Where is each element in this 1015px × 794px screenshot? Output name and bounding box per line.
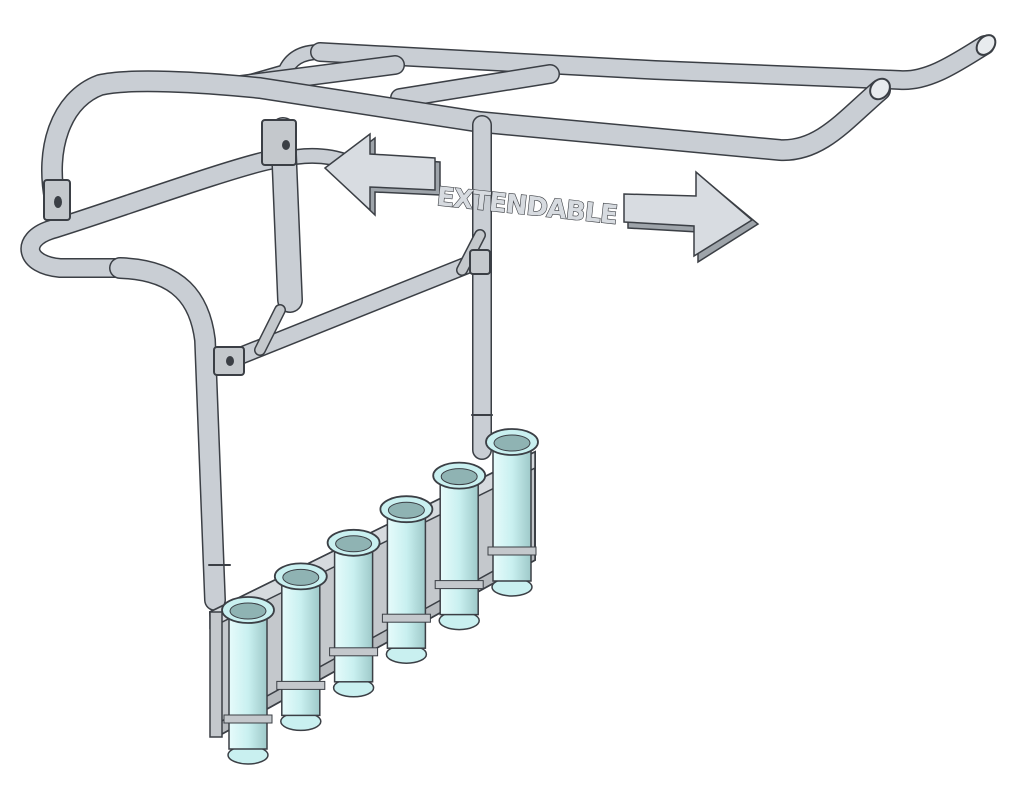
inner-hinge-bracket [261,119,297,166]
rod-holder-cup [273,562,328,732]
rack-front-frame [209,611,223,738]
rod-holder-strap [434,580,484,590]
front-top-rail [41,34,997,211]
rod-holder-strap [223,714,273,724]
left-hinge-bracket [43,179,71,221]
rod-holder-strap [381,613,431,623]
rod-holder-cup [432,461,487,631]
rod-holders [221,428,539,765]
rod-holder-cup [326,528,381,698]
rod-holder-strap [487,546,537,556]
left-vertical-leg [109,257,231,611]
extendable-label: EXTENDABLE [435,182,618,231]
rear-side-rail [20,147,368,278]
rod-holder-strap [329,647,379,657]
lower-cross-brace [213,229,491,376]
arrow-left-icon [323,132,441,217]
rod-holder-cup [379,495,434,664]
arrow-right-icon [623,170,760,264]
right-vertical-leg [471,115,493,460]
rod-holder-cup [221,596,275,765]
rod-holder-cup [485,428,539,597]
rod-holder-strap [276,680,326,690]
